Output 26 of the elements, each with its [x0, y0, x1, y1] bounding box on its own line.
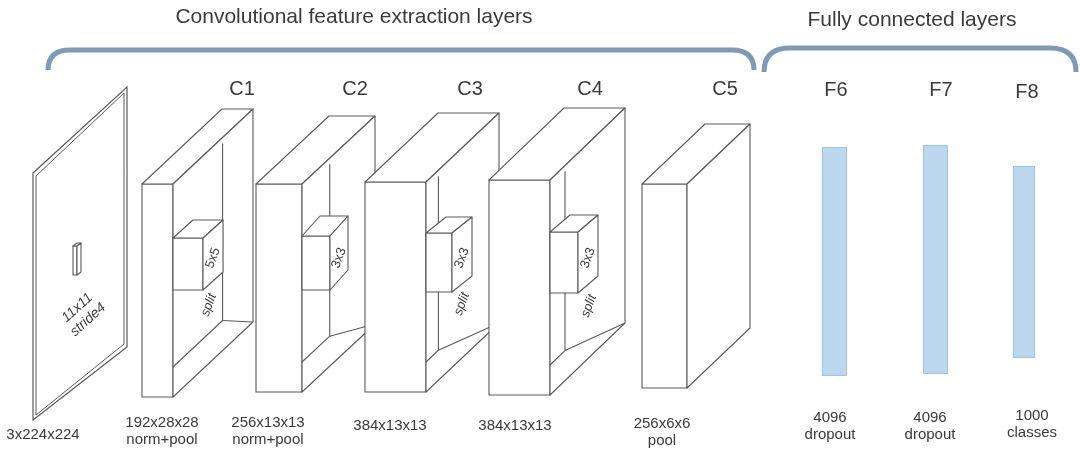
section-heading: Fully connected layers	[807, 6, 1017, 32]
layer-caption: 4096 dropout	[903, 407, 957, 443]
layer-name: C3	[457, 76, 483, 100]
kernel-size-label: 5x5	[202, 245, 224, 271]
layer-caption: 384x13x13	[478, 416, 552, 434]
layer-caption: 384x13x13	[353, 416, 427, 434]
layer-caption: 1000 classes	[1006, 405, 1058, 441]
layer-caption: 4096 dropout	[803, 407, 857, 443]
layer-name: F8	[1015, 79, 1039, 103]
kernel-size-label: 3x3	[451, 245, 473, 271]
split-caption: split	[451, 290, 473, 318]
layer-name: C5	[712, 76, 738, 100]
layer-name: C4	[577, 76, 603, 100]
layer-caption: 3x224x224	[6, 425, 80, 443]
layer-name: F6	[824, 77, 848, 101]
layer-name: C1	[229, 76, 255, 100]
layer-caption: 192x28x28 norm+pool	[124, 412, 200, 448]
section-heading: Convolutional feature extraction layers	[175, 3, 533, 29]
layer-caption: 256x6x6 pool	[632, 413, 692, 449]
kernel-size-label: 3x3	[577, 245, 599, 271]
split-caption: split	[578, 292, 600, 320]
layer-name: F7	[929, 77, 953, 101]
layer-caption: 256x13x13 norm+pool	[230, 412, 306, 448]
split-caption: split	[198, 291, 220, 319]
kernel-size-label: 3x3	[328, 245, 350, 271]
layer-name: C2	[342, 76, 368, 100]
